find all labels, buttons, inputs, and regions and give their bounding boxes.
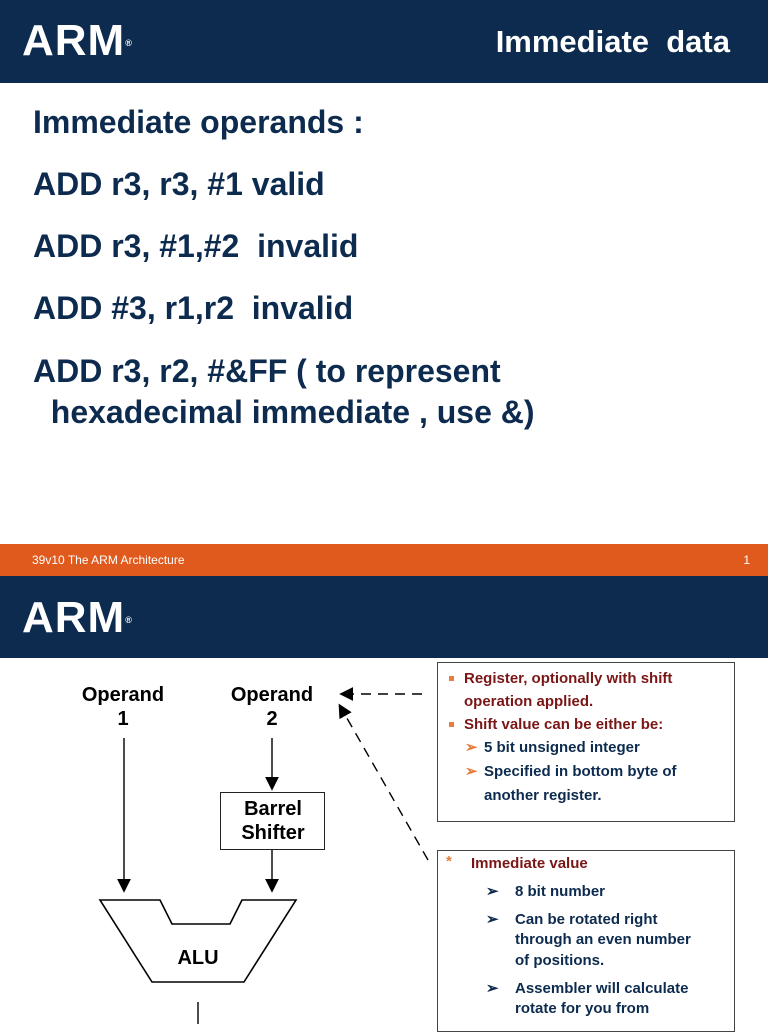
barrel-shifter-box (220, 792, 325, 850)
box2-sub-3-cont: rotate for you from (515, 1000, 650, 1017)
bullet-square-2 (449, 722, 454, 727)
alu-shape (98, 899, 298, 983)
box2-sub-1: 8 bit number (515, 883, 606, 900)
line-add-invalid-2: ADD #3, r1,r2 invalid (33, 290, 354, 326)
datapath-diagram (98, 687, 429, 1024)
line-add-hex: ADD r3, r2, #&FF ( to represent (33, 353, 501, 389)
line-add-valid: ADD r3, r3, #1 valid (33, 166, 325, 202)
chevron-right-icon: ➢ (486, 980, 499, 997)
line-immediate-operands: Immediate operands : (33, 104, 364, 140)
footer-course: 39v10 The ARM Architecture (32, 553, 185, 567)
box2-sub-2: Can be rotated right (515, 911, 658, 928)
slide2-header: ARM® (0, 576, 768, 658)
box2-sub-2-cont2: of positions. (515, 952, 605, 969)
box1-sub-2: Specified in bottom byte of (484, 763, 677, 780)
arm-logo: ARM® (22, 16, 133, 65)
register-shift-box (437, 662, 735, 822)
box1-item-1-cont: operation applied. (464, 693, 594, 710)
slide1-header: ARM® Immediate data (0, 0, 768, 83)
line-add-hex-cont: hexadecimal immediate , use &) (33, 394, 535, 430)
chevron-right-icon: ➢ (465, 763, 478, 780)
line-add-invalid-1: ADD r3, #1,#2 invalid (33, 228, 359, 264)
box1-item-2: Shift value can be either be: (464, 716, 664, 733)
arm-logo-2: ARM® (22, 593, 133, 642)
box1-sub-2-cont: another register. (484, 787, 602, 804)
box2-sub-3: Assembler will calculate (515, 980, 689, 997)
bullet-square-1 (449, 676, 454, 681)
box1-item-1: Register, optionally with shift (464, 670, 673, 687)
immediate-value-box (437, 850, 735, 1032)
box2-sub-2-cont: through an even number (515, 931, 691, 948)
chevron-right-icon: ➢ (465, 739, 478, 756)
slide-footer: 39v10 The ARM Architecture 1 (0, 544, 768, 576)
slide-title: Immediate data (495, 24, 730, 59)
star-bullet: * (446, 853, 452, 870)
page-number: 1 (743, 553, 750, 567)
chevron-right-icon: ➢ (486, 911, 499, 928)
chevron-right-icon: ➢ (486, 883, 499, 900)
alu-label: ALU (177, 947, 219, 969)
dashed-arrow-immediate (338, 703, 429, 861)
box1-sub-1: 5 bit unsigned integer (484, 739, 640, 756)
box2-heading: Immediate value (471, 855, 588, 872)
